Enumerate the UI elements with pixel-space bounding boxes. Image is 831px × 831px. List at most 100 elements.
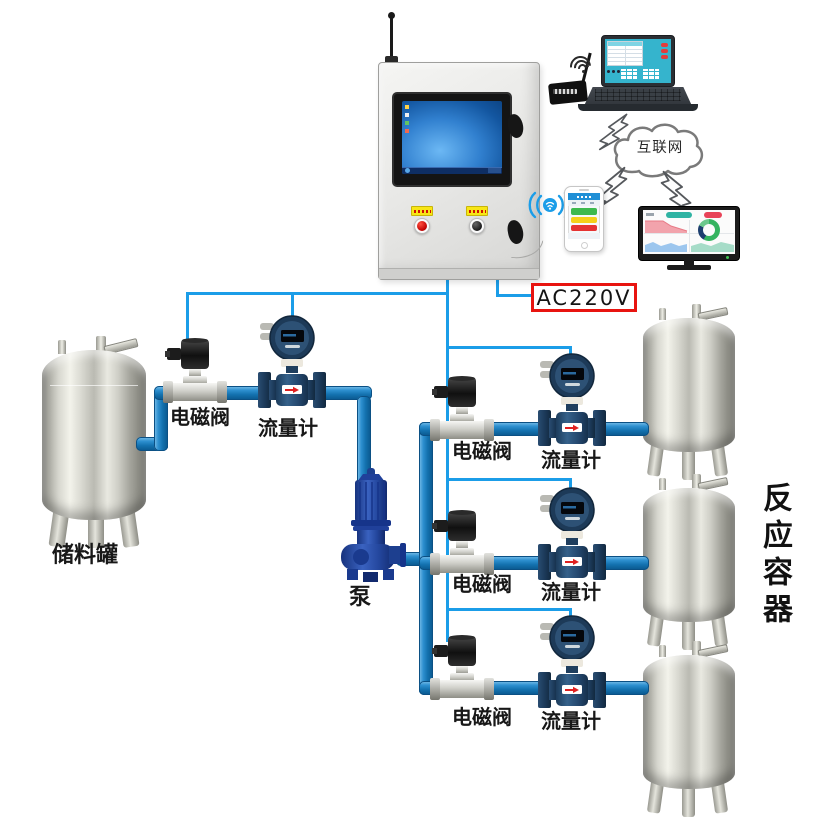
taskbar[interactable] xyxy=(402,167,502,174)
flow-meter-2 xyxy=(538,487,606,580)
tank-fitting xyxy=(692,474,701,488)
phone-home-button[interactable] xyxy=(581,242,588,249)
solenoid-valve-feed xyxy=(163,338,227,403)
desktop-icon[interactable] xyxy=(405,129,409,133)
dashboard-blue-area-chart xyxy=(645,242,687,252)
antenna-tip xyxy=(388,12,395,19)
tank-fitting xyxy=(659,645,666,657)
red-push-button[interactable] xyxy=(417,221,427,231)
antenna-base xyxy=(385,56,398,64)
dashboard-divider xyxy=(689,220,690,252)
black-push-button[interactable] xyxy=(472,221,482,231)
wifi-waves-icon xyxy=(565,51,596,82)
laptop-button xyxy=(661,55,668,59)
button-label-plate xyxy=(466,206,488,216)
laptop-data-table xyxy=(607,41,643,66)
valve-label-3: 电磁阀 xyxy=(452,705,512,729)
pump-label: 泵 xyxy=(349,585,372,610)
internet-cloud-icon xyxy=(613,123,704,178)
meter-label-3: 流量计 xyxy=(541,709,601,733)
monitor-power-led xyxy=(726,256,729,259)
monitor-stand xyxy=(684,259,694,266)
cloud-label: 互联网 xyxy=(636,140,684,156)
phone-app-footer xyxy=(568,233,600,239)
valve-label-feed: 电磁阀 xyxy=(170,405,230,429)
laptop-keypad-grid xyxy=(642,69,659,80)
flow-meter-feed xyxy=(258,315,326,408)
dashboard-pink-chart xyxy=(645,220,688,233)
phone-app-tabs xyxy=(568,200,600,206)
dashboard-teal-area-chart xyxy=(691,242,734,252)
laptop-indicator xyxy=(607,70,610,73)
signal-wire xyxy=(186,292,189,346)
signal-wire xyxy=(446,608,572,611)
tank-seam xyxy=(50,385,138,386)
signal-wire xyxy=(569,608,572,620)
solenoid-valve-2 xyxy=(430,510,494,575)
valve-label-1: 电磁阀 xyxy=(452,439,512,463)
button-label-plate xyxy=(411,206,433,216)
laptop-base xyxy=(578,104,698,111)
tank-body xyxy=(643,655,735,789)
tank-fitting xyxy=(692,641,701,655)
laptop-keys xyxy=(595,89,681,101)
phone-speaker xyxy=(579,189,589,191)
antenna-icon xyxy=(390,16,393,62)
laptop-keypad-grid xyxy=(620,69,637,80)
storage-tank-label: 储料罐 xyxy=(52,543,119,568)
meter-label-feed: 流量计 xyxy=(258,416,318,440)
signal-wire xyxy=(187,292,449,295)
desktop-icon[interactable] xyxy=(405,105,409,109)
phone-status-bar-yellow xyxy=(571,217,597,223)
signal-wire xyxy=(569,346,572,358)
phone-status-bar-red xyxy=(571,225,597,231)
flow-meter-1 xyxy=(538,353,606,446)
power-label-box: AC220V xyxy=(531,283,637,312)
desktop-icon[interactable] xyxy=(405,113,409,117)
signal-wire xyxy=(446,346,572,349)
monitor-base xyxy=(667,265,711,270)
phone-app-header xyxy=(568,193,600,200)
pipe-riser xyxy=(154,388,168,451)
solenoid-valve-3 xyxy=(430,635,494,700)
windows-logo-icon xyxy=(440,121,467,147)
valve-label-2: 电磁阀 xyxy=(452,572,512,596)
tank-body xyxy=(643,488,735,622)
desktop-icon[interactable] xyxy=(405,121,409,125)
tank-body xyxy=(643,318,735,452)
tank-fitting xyxy=(96,336,106,352)
tank-fitting xyxy=(659,308,666,320)
laptop-indicator xyxy=(617,70,620,73)
dashboard-donut-chart xyxy=(698,219,720,241)
dashboard-red-pill xyxy=(704,212,722,218)
signal-wire-trunk xyxy=(446,274,449,642)
laptop-indicator xyxy=(612,70,615,73)
cabinet-screen[interactable] xyxy=(402,101,502,174)
dashboard-teal-pill xyxy=(666,212,692,218)
cabinet-bottom-edge xyxy=(379,268,539,279)
lightning-bolt-icon xyxy=(598,113,629,151)
dosing-pump xyxy=(341,468,406,582)
tank-body xyxy=(42,350,146,520)
signal-wire xyxy=(291,292,294,318)
laptop-button xyxy=(661,49,668,53)
phone-status-bar-green xyxy=(571,208,597,215)
laptop-button xyxy=(661,43,668,47)
signal-wire xyxy=(496,294,534,297)
system-tray[interactable] xyxy=(488,168,501,173)
wifi-dot-icon xyxy=(582,70,585,73)
dashboard-divider xyxy=(644,233,734,234)
power-label: AC220V xyxy=(536,285,632,310)
tank-fitting xyxy=(659,478,666,490)
flow-meter-3 xyxy=(538,615,606,708)
meter-label-2: 流量计 xyxy=(541,580,601,604)
pipe-pump-inlet xyxy=(357,396,371,488)
reaction-vessel-label: 反应容器 xyxy=(757,482,792,630)
start-orb-icon[interactable] xyxy=(405,168,410,173)
tank-fitting xyxy=(692,304,701,318)
meter-label-1: 流量计 xyxy=(541,448,601,472)
tank-fitting xyxy=(58,340,66,354)
dashboard-title-dash xyxy=(646,213,654,216)
signal-wire xyxy=(569,478,572,490)
